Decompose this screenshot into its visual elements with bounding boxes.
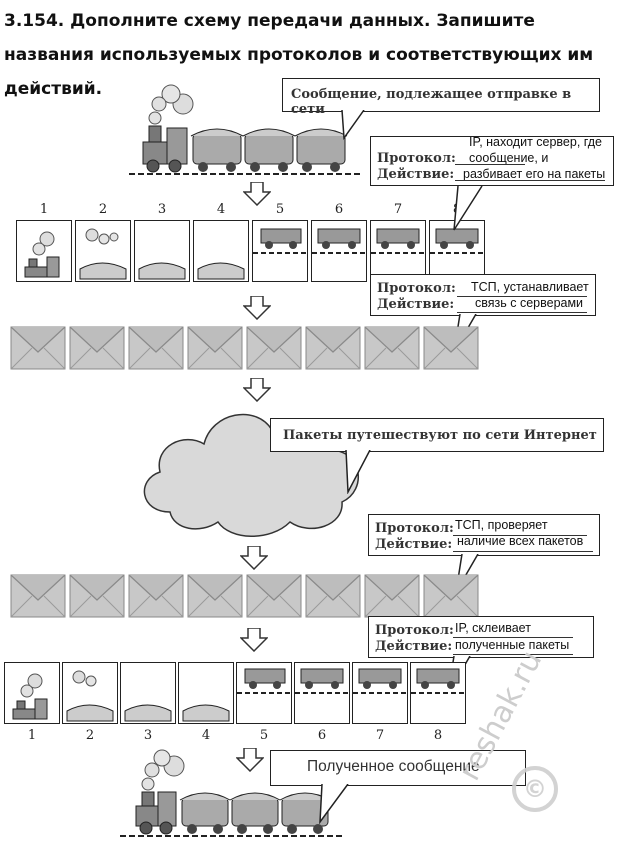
fragment-cell-5 xyxy=(236,662,292,724)
envelope-icon xyxy=(69,326,125,370)
protocol-label: Протокол: xyxy=(375,521,454,536)
protocol-answer-line2: сообщение, и xyxy=(469,151,549,165)
protocol-label: Протокол: xyxy=(375,623,454,638)
task-title: 3.154. Дополните схему передачи данных. … xyxy=(4,11,594,99)
action-answer: наличие всех пакетов xyxy=(457,534,584,548)
protocol-answer: IP, склеивает xyxy=(455,621,531,635)
fragment-cell-2 xyxy=(62,662,118,724)
envelope-icon xyxy=(128,326,184,370)
protocol-label: Протокол: xyxy=(377,281,456,296)
envelope-icon xyxy=(69,574,125,618)
protocol-answer: ТСП, проверяет xyxy=(455,518,548,532)
packet-number: 8 xyxy=(433,728,443,743)
packet-number: 5 xyxy=(259,728,269,743)
fragment-cell-8 xyxy=(410,662,466,724)
action-label: Действие: xyxy=(375,639,453,654)
envelope-icon xyxy=(187,574,243,618)
envelope-icon xyxy=(305,574,361,618)
down-arrow-icon xyxy=(243,182,271,206)
envelope-icon xyxy=(423,574,479,618)
envelope-icon xyxy=(187,326,243,370)
action-label: Действие: xyxy=(375,537,453,552)
down-arrow-icon xyxy=(240,628,268,652)
packet-number: 7 xyxy=(375,728,385,743)
envelope-icon xyxy=(364,574,420,618)
fragment-cell-6 xyxy=(311,220,367,282)
callout-pointer xyxy=(319,784,349,824)
packet-number: 6 xyxy=(334,202,344,217)
packet-number: 3 xyxy=(157,202,167,217)
callout-pointer xyxy=(345,450,371,494)
fragment-cell-1 xyxy=(16,220,72,282)
envelope-icon xyxy=(246,326,302,370)
fragment-cell-6 xyxy=(294,662,350,724)
down-arrow-icon xyxy=(243,296,271,320)
down-arrow-icon xyxy=(236,748,264,772)
action-label: Действие: xyxy=(377,167,455,182)
copyright-watermark-icon: © xyxy=(512,766,558,812)
packet-number: 2 xyxy=(98,202,108,217)
protocol-answer: ТСП, устанавливает xyxy=(471,280,589,294)
packet-number: 6 xyxy=(317,728,327,743)
envelope-icon xyxy=(10,326,66,370)
envelope-icon xyxy=(128,574,184,618)
callout-pointer xyxy=(453,185,483,231)
envelope-icon xyxy=(246,574,302,618)
packet-number: 7 xyxy=(393,202,403,217)
fragment-cell-4 xyxy=(193,220,249,282)
envelope-icon xyxy=(10,574,66,618)
protocol-box-4: Протокол: Действие: IP, склеивает получе… xyxy=(368,616,594,658)
packet-number: 1 xyxy=(27,728,37,743)
envelope-icon xyxy=(305,326,361,370)
train-illustration-top xyxy=(129,84,361,175)
protocol-box-3: Протокол: Действие: ТСП, проверяет налич… xyxy=(368,514,600,556)
action-answer: разбивает его на пакеты xyxy=(463,167,606,181)
fragment-cell-7 xyxy=(352,662,408,724)
protocol-answer-line1: IP, находит сервер, где xyxy=(469,135,603,149)
callout-internet: Пакеты путешествуют по сети Интернет xyxy=(270,418,604,452)
protocol-box-1: Протокол: Действие: IP, находит сервер, … xyxy=(370,135,614,186)
protocol-label: Протокол: xyxy=(377,151,456,166)
packet-number: 3 xyxy=(143,728,153,743)
fragment-cell-4 xyxy=(178,662,234,724)
protocol-box-2: Протокол: Действие: ТСП, устанавливает с… xyxy=(370,274,596,316)
fragment-cell-7 xyxy=(370,220,426,282)
packet-number: 5 xyxy=(275,202,285,217)
envelope-icon xyxy=(364,326,420,370)
action-answer: связь с серверами xyxy=(475,296,584,310)
packet-number: 4 xyxy=(201,728,211,743)
callout-pointer xyxy=(341,110,365,140)
callout-received-message: Полученное сообщение xyxy=(270,750,526,786)
fragment-cell-3 xyxy=(120,662,176,724)
callout-message-to-send: Сообщение, подлежащее отправке в сети xyxy=(282,78,600,117)
train-illustration-bottom xyxy=(120,749,342,837)
fragment-cell-3 xyxy=(134,220,190,282)
action-label: Действие: xyxy=(377,297,455,312)
fragment-cell-1 xyxy=(4,662,60,724)
fragment-cell-2 xyxy=(75,220,131,282)
internet-cloud xyxy=(143,413,359,537)
envelope-icon xyxy=(423,326,479,370)
down-arrow-icon xyxy=(240,546,268,570)
fragment-cell-5 xyxy=(252,220,308,282)
action-answer: полученные пакеты xyxy=(455,638,570,652)
down-arrow-icon xyxy=(243,378,271,402)
packet-number: 2 xyxy=(85,728,95,743)
packet-number: 4 xyxy=(216,202,226,217)
packet-number: 1 xyxy=(39,202,49,217)
